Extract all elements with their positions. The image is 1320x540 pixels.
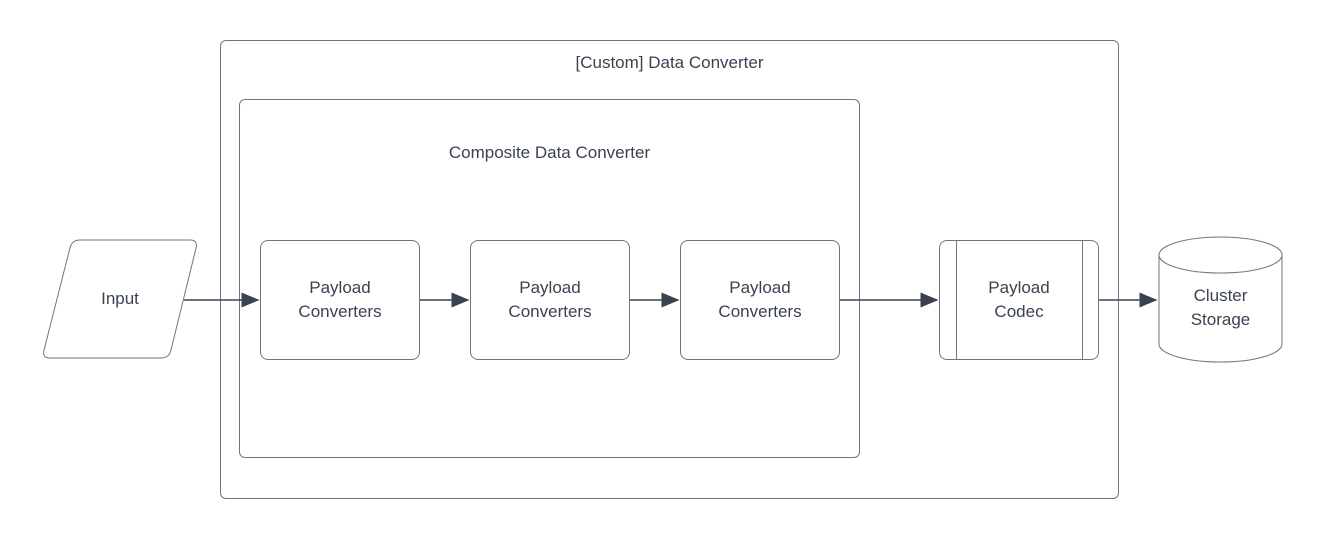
node-input-shape <box>43 239 197 359</box>
node-input: Input <box>42 240 198 358</box>
node-payload-converters-3: Payload Converters <box>680 240 840 360</box>
node-cluster-storage: Cluster Storage <box>1159 254 1282 362</box>
group-custom-data-converter-label: [Custom] Data Converter <box>575 53 764 72</box>
group-composite-data-converter-label: Composite Data Converter <box>448 143 651 162</box>
cylinder-top-arc <box>1158 254 1283 274</box>
node-payload-converters-1-label: Payload Converters <box>298 278 382 321</box>
node-payload-converters-3-label: Payload Converters <box>718 278 802 321</box>
node-payload-converters-2-label: Payload Converters <box>508 278 592 321</box>
node-input-label: Input <box>101 289 139 308</box>
node-payload-codec: Payload Codec <box>939 240 1099 360</box>
predefined-process-right-bar <box>1082 241 1083 359</box>
predefined-process-left-bar <box>956 241 957 359</box>
group-composite-data-converter <box>239 99 860 458</box>
node-cluster-storage-label: Cluster Storage <box>1190 286 1251 329</box>
node-cluster-storage-shape <box>1158 236 1283 363</box>
node-payload-converters-2: Payload Converters <box>470 240 630 360</box>
group-custom-data-converter <box>220 40 1119 499</box>
node-payload-codec-label: Payload Codec <box>988 278 1050 321</box>
node-payload-converters-1: Payload Converters <box>260 240 420 360</box>
